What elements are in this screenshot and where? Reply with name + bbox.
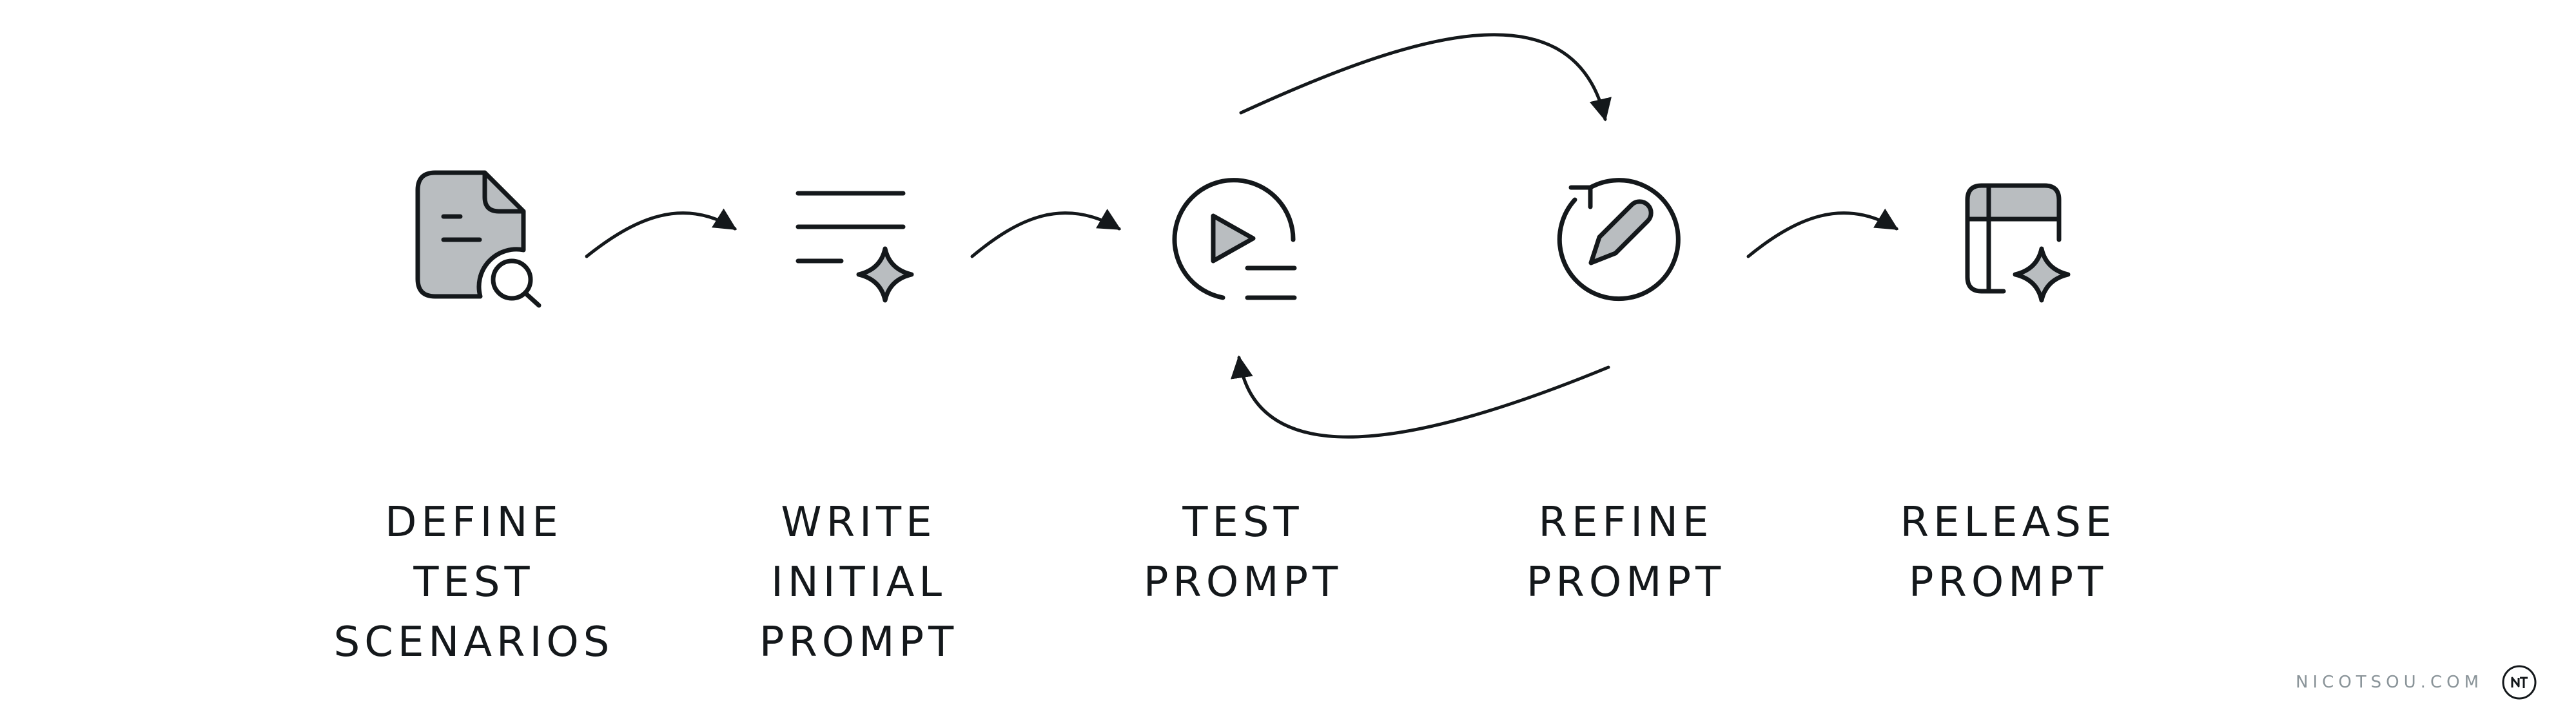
label-line: TEST xyxy=(1182,499,1303,546)
label-line: PROMPT xyxy=(1908,559,2108,606)
label-line: DEFINE xyxy=(385,499,563,546)
label-line: INITIAL xyxy=(770,559,947,606)
table-sparkle-icon xyxy=(1965,183,2071,303)
step-label-release-prompt: RELEASE PROMPT xyxy=(1815,493,2201,613)
connector-arrow-write-to-test xyxy=(970,209,1122,258)
label-line: TEST xyxy=(413,559,534,606)
nt-monogram-logo xyxy=(2502,665,2537,700)
document-search-icon xyxy=(415,170,542,308)
play-circle-list-icon xyxy=(1172,178,1297,300)
text-lines-sparkle-icon xyxy=(795,191,914,303)
watermark: NICOTSOU.COM xyxy=(2296,663,2537,702)
connector-arrow-test-to-refine xyxy=(1239,33,1612,122)
watermark-text: NICOTSOU.COM xyxy=(2296,673,2483,692)
label-line: PROMPT xyxy=(759,619,959,666)
label-line: WRITE xyxy=(781,499,937,546)
refresh-pencil-icon xyxy=(1557,178,1681,302)
step-label-write-initial-prompt: WRITE INITIAL PROMPT xyxy=(665,493,1052,673)
connector-arrow-refine-to-release xyxy=(1746,208,1898,258)
label-line: PROMPT xyxy=(1526,559,1726,606)
connector-arrow-define-to-write xyxy=(585,208,737,258)
step-label-define-test-scenarios: DEFINE TEST SCENARIOS xyxy=(280,493,667,673)
label-line: REFINE xyxy=(1538,499,1713,546)
label-line: RELEASE xyxy=(1900,499,2116,546)
label-line: PROMPT xyxy=(1143,559,1343,606)
connector-arrow-refine-to-test xyxy=(1231,355,1610,439)
step-label-test-prompt: TEST PROMPT xyxy=(1049,493,1436,613)
label-line: SCENARIOS xyxy=(333,619,614,666)
step-label-refine-prompt: REFINE PROMPT xyxy=(1432,493,1819,613)
